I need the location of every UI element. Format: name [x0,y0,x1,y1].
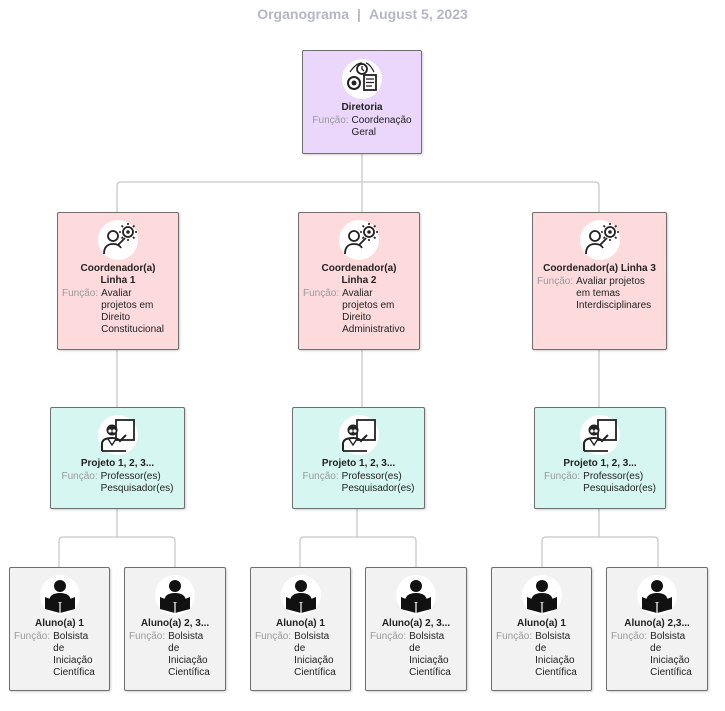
node-diretoria-title: Diretoria [341,102,383,113]
node-aluno-3a[interactable]: Aluno(a) 1 Função: Bolsista de Iniciação… [491,567,592,691]
header-separator: | [357,6,361,22]
node-coordenador-3-title: Coordenador(a) Linha 3 [543,263,656,274]
student-reading-icon [637,575,677,615]
node-aluno-2a-function: Bolsista de Iniciação Científica [294,631,336,678]
node-aluno-2a[interactable]: Aluno(a) 1 Função: Bolsista de Iniciação… [250,567,351,691]
node-aluno-3a-title: Aluno(a) 1 [517,618,566,629]
student-reading-icon [521,575,562,615]
function-label: Função: [62,288,99,299]
student-reading-icon [396,575,436,615]
connector-top-to-coords [116,154,600,212]
node-projeto-2-title: Projeto 1, 2, 3... [321,458,396,469]
node-aluno-1a-title: Aluno(a) 1 [35,618,84,629]
connector-projects-to-students-1 [58,509,176,567]
header-date: August 5, 2023 [368,6,468,22]
connector-coords-to-projects [116,350,600,407]
node-coordenador-1-function: Avaliar projetos em Direito Constitucion… [101,288,164,335]
node-aluno-1b-title: Aluno(a) 2, 3... [140,618,210,629]
function-label: Função: [611,631,648,642]
function-label: Função: [129,631,166,642]
engineer-gear-icon [339,220,379,260]
node-projeto-3[interactable]: Projeto 1, 2, 3... Função: Professor(es)… [534,407,666,509]
node-coordenador-3[interactable]: Coordenador(a) Linha 3 Função: Avaliar p… [532,212,667,350]
function-label: Função: [61,471,98,482]
page-header: Organograma | August 5, 2023 [0,6,725,22]
node-diretoria[interactable]: Diretoria Função: Coordenação Geral [302,50,422,154]
node-coordenador-3-function: Avaliar projetos em temas Interdisciplin… [576,276,652,311]
management-icon [342,59,382,99]
node-coordenador-2-title: Coordenador(a) Linha 2 [321,263,397,286]
teacher-board-icon [97,415,138,455]
node-coordenador-1[interactable]: Coordenador(a) Linha 1 Função: Avaliar p… [57,212,179,350]
function-label: Função: [303,288,340,299]
node-projeto-1-function: Professor(es) Pesquisador(es) [100,471,174,494]
teacher-board-icon [338,415,379,455]
student-reading-icon [39,575,80,615]
node-aluno-2b[interactable]: Aluno(a) 2, 3... Função: Bolsista de Ini… [365,567,467,691]
node-projeto-3-title: Projeto 1, 2, 3... [563,458,637,469]
function-label: Função: [312,115,349,126]
node-aluno-2b-title: Aluno(a) 2, 3... [381,618,451,629]
connector-projects-to-students-3 [541,509,659,567]
node-aluno-3b-function: Bolsista de Iniciação Científica [650,631,692,678]
node-coordenador-1-title: Coordenador(a) Linha 1 [80,263,156,286]
node-projeto-1-title: Projeto 1, 2, 3... [80,458,155,469]
connector-projects-to-students-2 [299,509,417,567]
function-label: Função: [496,631,533,642]
teacher-board-icon [580,415,620,455]
node-aluno-3b-title: Aluno(a) 2,3... [624,618,690,629]
student-reading-icon [155,575,195,615]
function-label: Função: [544,471,581,482]
engineer-gear-icon [579,220,620,260]
node-projeto-2[interactable]: Projeto 1, 2, 3... Função: Professor(es)… [292,407,425,509]
node-aluno-3a-function: Bolsista de Iniciação Científica [535,631,577,678]
node-projeto-1[interactable]: Projeto 1, 2, 3... Função: Professor(es)… [50,407,185,509]
node-aluno-1a[interactable]: Aluno(a) 1 Função: Bolsista de Iniciação… [9,567,110,691]
node-coordenador-2-function: Avaliar projetos em Direito Administrati… [342,288,405,335]
function-label: Função: [370,631,407,642]
node-projeto-2-function: Professor(es) Pesquisador(es) [341,471,415,494]
node-aluno-1b[interactable]: Aluno(a) 2, 3... Função: Bolsista de Ini… [124,567,226,691]
node-coordenador-2[interactable]: Coordenador(a) Linha 2 Função: Avaliar p… [298,212,420,350]
function-label: Função: [255,631,292,642]
student-reading-icon [280,575,321,615]
engineer-gear-icon [98,220,138,260]
function-label: Função: [14,631,51,642]
node-aluno-1a-function: Bolsista de Iniciação Científica [53,631,95,678]
node-aluno-3b[interactable]: Aluno(a) 2,3... Função: Bolsista de Inic… [606,567,708,691]
node-projeto-3-function: Professor(es) Pesquisador(es) [583,471,656,494]
node-aluno-2b-function: Bolsista de Iniciação Científica [409,631,451,678]
header-title: Organograma [257,6,350,22]
function-label: Função: [302,471,339,482]
function-label: Função: [537,276,574,287]
node-diretoria-function: Coordenação Geral [351,115,412,138]
node-aluno-1b-function: Bolsista de Iniciação Científica [168,631,210,678]
node-aluno-2a-title: Aluno(a) 1 [276,618,325,629]
